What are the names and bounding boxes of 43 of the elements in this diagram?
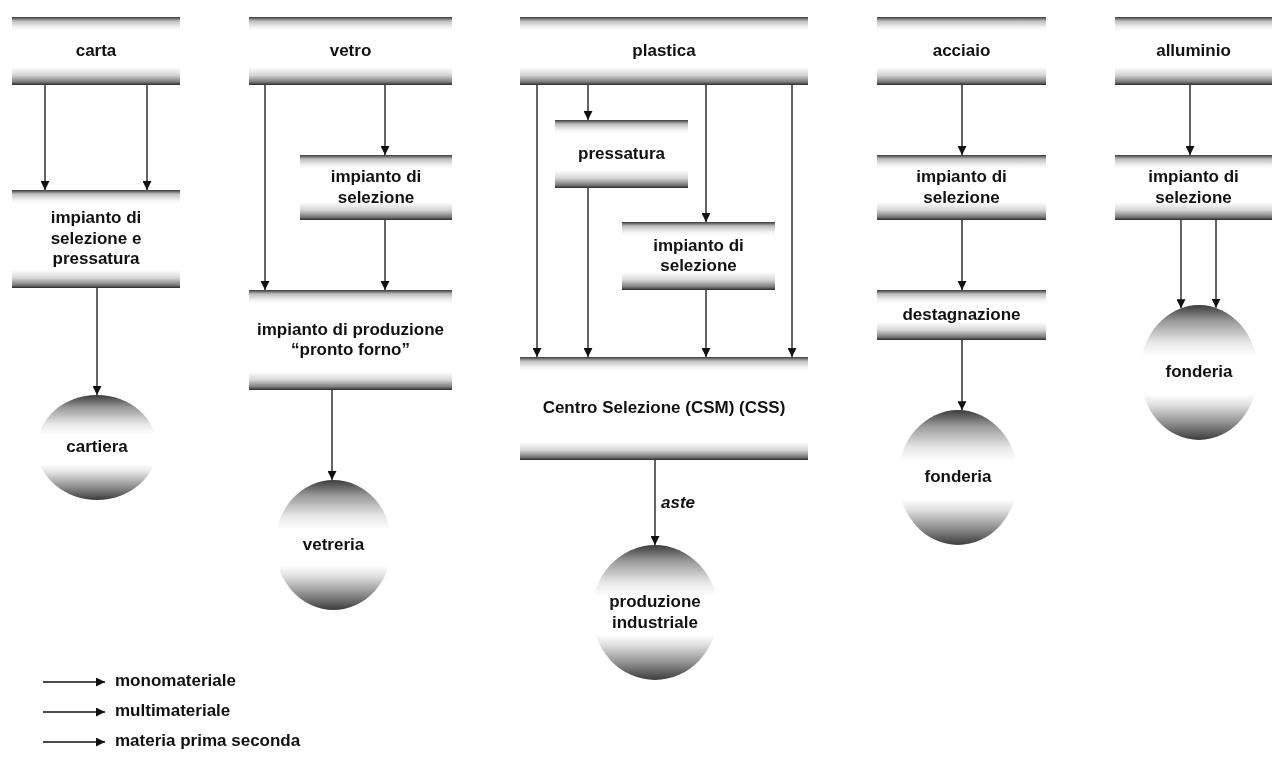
node-label: fonderia — [924, 467, 992, 488]
node-label: impianto di selezione — [329, 167, 423, 208]
arrow — [650, 459, 660, 546]
node-label: fonderia — [1165, 362, 1233, 383]
node-label: vetreria — [302, 534, 365, 556]
node-label: cartiera — [66, 437, 128, 458]
legend-label: monomateriale — [115, 671, 236, 691]
node-label: impianto di selezione — [915, 167, 1008, 208]
node-label: impianto di selezione — [652, 235, 745, 277]
node-label: plastica — [632, 40, 696, 62]
arrow — [957, 219, 967, 291]
arrow — [583, 187, 593, 358]
node-label: vetro — [329, 40, 372, 62]
arrow — [327, 389, 337, 481]
arrow — [532, 84, 542, 358]
node-label: Centro Selezione (CSM) (CSS) — [542, 398, 786, 419]
arrow — [142, 84, 152, 191]
arrow — [701, 84, 711, 223]
node-label: impianto di produzione “pronto forno” — [256, 319, 445, 361]
node-label: alluminio — [1156, 40, 1231, 62]
arrow — [40, 84, 50, 191]
arrow — [260, 84, 270, 291]
arrow — [1185, 84, 1195, 156]
legend-label: multimateriale — [115, 701, 231, 721]
arrow — [1176, 219, 1186, 309]
arrow — [1211, 219, 1221, 309]
node-label: carta — [75, 40, 117, 62]
arrow — [787, 84, 797, 358]
process-box — [877, 290, 1046, 340]
arrow — [701, 289, 711, 358]
node-label: impianto di selezione e pressatura — [49, 208, 143, 270]
arrow — [583, 84, 593, 121]
arrow — [380, 84, 390, 156]
node-label: impianto di selezione — [1147, 167, 1240, 208]
legend-label: materia prima seconda — [115, 731, 301, 751]
node-label: produzione industriale — [608, 592, 702, 633]
arrow — [380, 219, 390, 291]
node-label: pressatura — [578, 143, 665, 165]
node-label: destagnazione — [902, 304, 1021, 326]
arrow — [92, 287, 102, 396]
arrow — [957, 84, 967, 156]
arrow — [957, 339, 967, 411]
node-label: acciaio — [932, 40, 991, 62]
